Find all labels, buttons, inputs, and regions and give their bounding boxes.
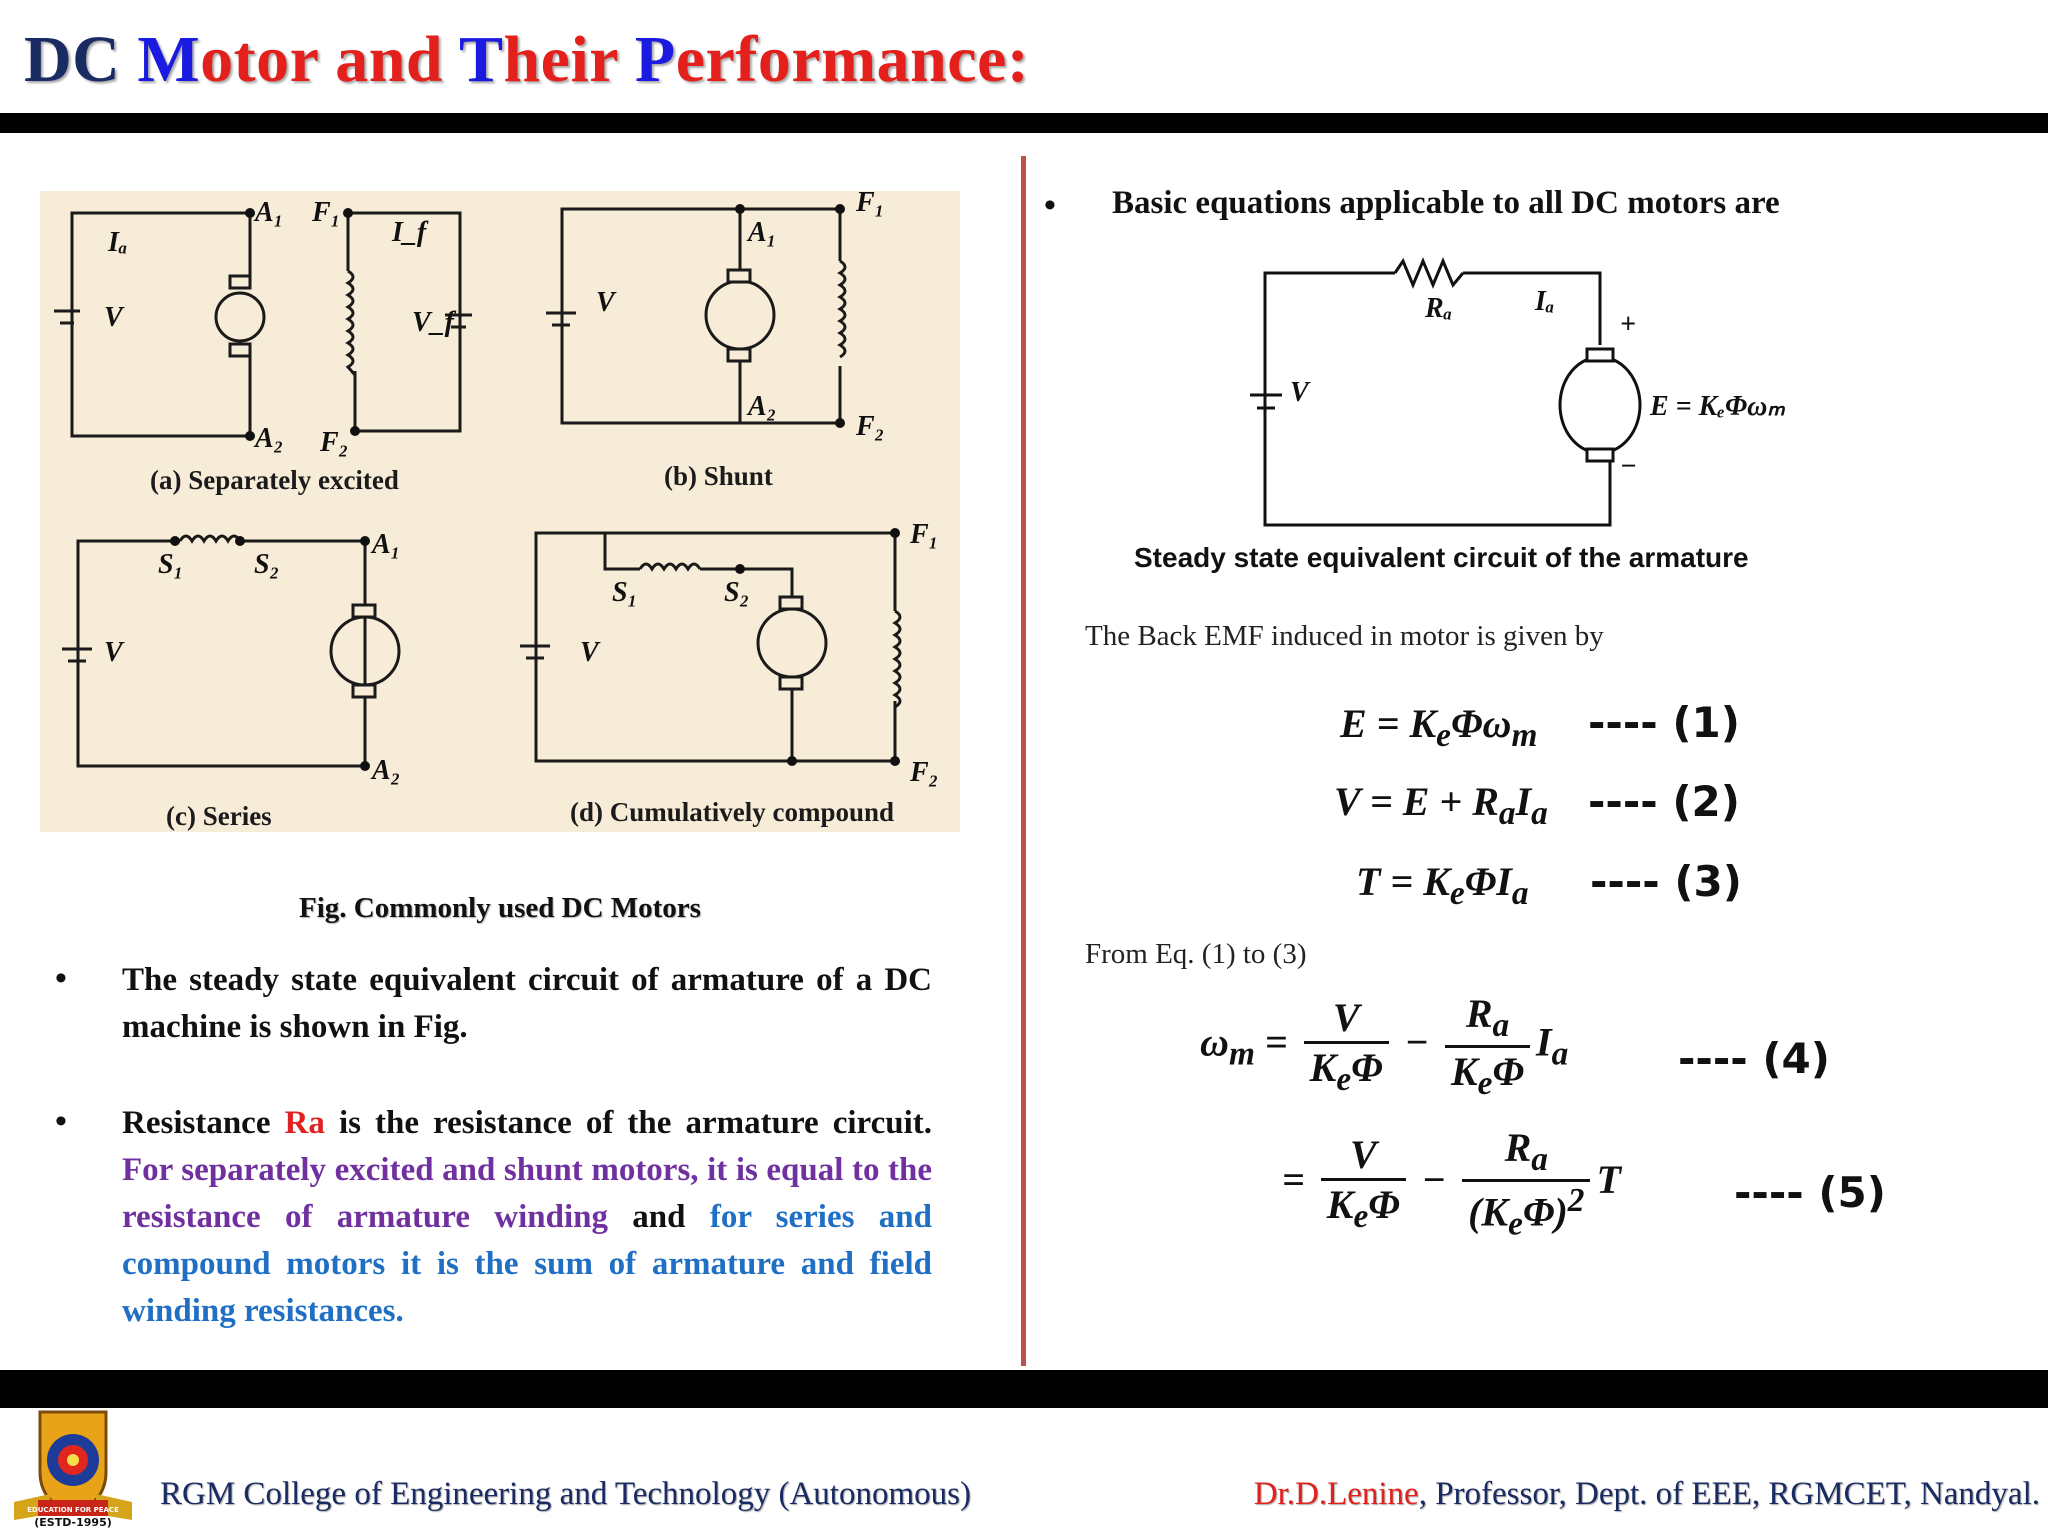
bullet-2-text: Resistance Ra is the resistance of the a…: [122, 1105, 932, 1329]
label-f1: F₁: [311, 197, 340, 228]
caption-b: (b) Shunt: [664, 461, 773, 491]
equation-2: V = E + RaIa: [1334, 779, 1548, 832]
svg-text:(ESTD-1995): (ESTD-1995): [34, 1516, 112, 1529]
label-v-a: V: [104, 302, 125, 333]
label-s1-c: S₁: [158, 549, 183, 580]
author-credit: Dr.D.Lenine, Professor, Dept. of EEE, RG…: [1253, 1476, 2040, 1512]
armature-equivalent-circuit: Rₐ Iₐ + − V E = KₑΦωₘ Steady state equiv…: [1134, 257, 1785, 573]
label-ra: Rₐ: [1424, 293, 1452, 324]
college-name: RGM College of Engineering and Technolog…: [160, 1476, 971, 1512]
label-a1: A₁: [253, 197, 283, 228]
svg-text:EDUCATION FOR PEACE: EDUCATION FOR PEACE: [27, 1506, 119, 1514]
plus-sign: +: [1620, 309, 1636, 340]
bullet-dot-1: •: [55, 960, 67, 997]
ra-highlight: Ra: [284, 1105, 325, 1141]
figure-caption: Fig. Commonly used DC Motors: [299, 892, 701, 924]
minus-sign: −: [1620, 451, 1637, 482]
slide-title: DC Motor and Their Performance:: [24, 23, 1030, 96]
label-if: I_f: [391, 217, 429, 248]
caption-c: (c) Series: [166, 801, 272, 831]
dc-motors-figure: A₁ A₂ F₁ F₂ Iₐ I_f V V_f F₁ F₂ A₁ A₂ V A…: [40, 191, 960, 832]
college-logo: EDUCATION FOR PEACE (ESTD-1995): [14, 1410, 132, 1529]
label-vf: V_f: [412, 307, 457, 338]
label-a2-c: A₂: [370, 755, 400, 786]
equation-2-number: ---- (2): [1588, 777, 1740, 826]
label-f2-b: F₂: [855, 411, 884, 442]
label-v-d: V: [580, 637, 601, 668]
footer-rule: [0, 1370, 2048, 1408]
caption-d: (d) Cumulatively compound: [570, 797, 894, 827]
caption-a: (a) Separately excited: [150, 465, 399, 495]
label-a1-c: A₁: [370, 529, 400, 560]
label-f2-d: F₂: [909, 757, 938, 788]
label-s2-c: S₂: [254, 549, 279, 580]
label-v-c: V: [104, 637, 125, 668]
label-v-circuit: V: [1290, 377, 1311, 408]
bullet-dot-2: •: [55, 1103, 67, 1140]
equation-5-number: ---- (5): [1734, 1168, 1886, 1217]
equation-4-number: ---- (4): [1678, 1034, 1830, 1083]
label-e-circuit: E = KₑΦωₘ: [1649, 391, 1785, 422]
equation-3: T = KeΦIa: [1356, 859, 1529, 912]
circuit-caption: Steady state equivalent circuit of the a…: [1134, 542, 1749, 573]
label-ia: Iₐ: [107, 227, 127, 258]
header-rule: [0, 113, 2048, 133]
bullet-dot-right: •: [1044, 187, 1056, 224]
label-f1-d: F₁: [909, 519, 938, 550]
bullet-1-text: The steady state equivalent circuit of a…: [122, 962, 932, 1045]
equation-1-number: ---- (1): [1588, 698, 1740, 747]
equation-1: E = KeΦωm: [1340, 701, 1538, 754]
equations-heading: Basic equations applicable to all DC mot…: [1112, 185, 1780, 221]
motor-circuits-diagram: A₁ A₂ F₁ F₂ Iₐ I_f V V_f F₁ F₂ A₁ A₂ V A…: [54, 191, 938, 831]
back-emf-text: The Back EMF induced in motor is given b…: [1085, 620, 1604, 652]
label-s1-d: S₁: [612, 577, 637, 608]
label-f2: F₂: [319, 427, 348, 458]
label-ia-circuit: Iₐ: [1534, 286, 1554, 317]
label-s2-d: S₂: [724, 577, 749, 608]
label-f1-b: F₁: [855, 191, 884, 218]
label-a2-b: A₂: [746, 391, 776, 422]
from-eq-text: From Eq. (1) to (3): [1085, 938, 1307, 970]
label-a1-b: A₁: [746, 217, 776, 248]
equation-3-number: ---- (3): [1590, 857, 1742, 906]
label-v-b: V: [596, 287, 617, 318]
label-a2: A₂: [253, 423, 283, 454]
column-divider: [1021, 156, 1026, 1366]
